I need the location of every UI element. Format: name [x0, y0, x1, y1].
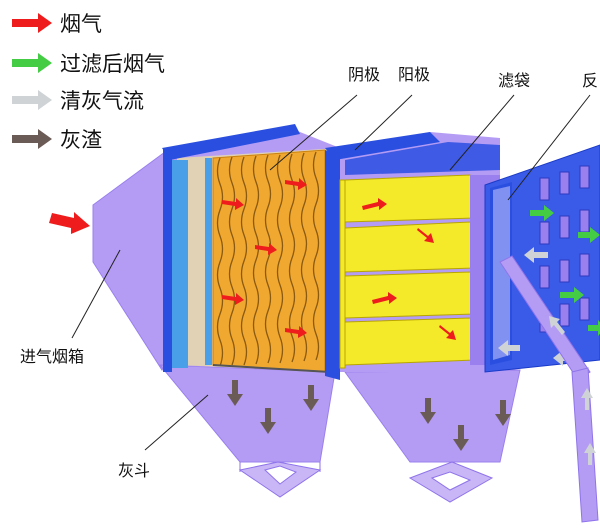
ash-arrow-icon	[303, 385, 319, 411]
grey-arrow-icon	[498, 340, 520, 356]
ash-arrow-icon	[495, 400, 511, 426]
grey-arrow-icon	[581, 388, 593, 410]
ash-arrow-icon	[420, 398, 436, 424]
red-arrow-icon	[417, 228, 434, 243]
flue-gas-arrows	[362, 198, 456, 340]
inlet-box-label: 进气烟箱	[20, 347, 84, 366]
flue-gas-arrows	[222, 178, 307, 338]
red-arrow-icon	[285, 326, 307, 338]
grey-arrow-icon	[584, 443, 596, 465]
legend-label: 过滤后烟气	[60, 52, 165, 76]
filter-bag-label: 滤袋	[498, 71, 530, 90]
grey-arrow-icon	[524, 247, 548, 263]
leader-lines	[71, 94, 591, 451]
cathode-label: 阴极	[348, 65, 380, 84]
green-arrow-icon	[530, 205, 554, 221]
red-arrow-icon	[255, 243, 277, 255]
red-arrow-icon	[285, 178, 307, 190]
anode-section	[325, 132, 500, 380]
grey-arrow-icon	[12, 90, 52, 110]
cathode-wires	[216, 151, 320, 367]
filtered-gas-arrows	[530, 205, 600, 336]
cleaning-pipe	[499, 255, 599, 523]
ash-hopper-label: 灰斗	[118, 461, 150, 480]
legend-label: 烟气	[60, 12, 102, 36]
green-arrow-icon	[588, 320, 600, 336]
legend-item-filtered-gas: 过滤后烟气	[12, 52, 165, 76]
legend-item-cleaning-air: 清灰气流	[12, 89, 144, 113]
bag-filter-section	[484, 144, 600, 523]
legend-item-ash: 灰渣	[12, 128, 102, 152]
ash-arrow-icon	[453, 425, 469, 451]
red-arrow-icon	[12, 13, 52, 33]
esp-section	[162, 124, 340, 373]
ash-hopper-left	[158, 364, 336, 498]
red-arrow-icon	[439, 325, 456, 340]
reverse-partial-label: 反	[582, 71, 598, 90]
ash-arrow-icon	[260, 408, 276, 434]
ash-arrow-icon	[227, 380, 243, 406]
green-arrow-icon	[578, 227, 600, 243]
legend-label: 灰渣	[60, 128, 102, 152]
legend-item-flue-gas: 烟气	[12, 12, 102, 36]
red-arrow-icon	[222, 293, 244, 305]
brown-arrow-icon	[12, 129, 52, 149]
green-arrow-icon	[12, 53, 52, 73]
red-arrow-icon	[222, 198, 244, 210]
legend-label: 清灰气流	[60, 89, 144, 113]
grey-arrow-icon	[549, 316, 565, 335]
anode-plates	[339, 174, 476, 369]
red-arrow-icon	[372, 292, 397, 304]
inlet-flue-gas-arrow-icon	[49, 212, 90, 234]
ash-arrows	[227, 380, 511, 451]
legend: 烟气 过滤后烟气 清灰气流 灰渣	[12, 12, 165, 152]
ash-hopper-right	[344, 369, 521, 503]
inlet-box	[92, 151, 166, 371]
red-arrow-icon	[362, 198, 387, 210]
anode-label: 阳极	[398, 65, 430, 84]
component-labels: 阴极 阳极 滤袋 反 进气烟箱 灰斗	[20, 65, 598, 480]
green-arrow-icon	[560, 287, 584, 303]
